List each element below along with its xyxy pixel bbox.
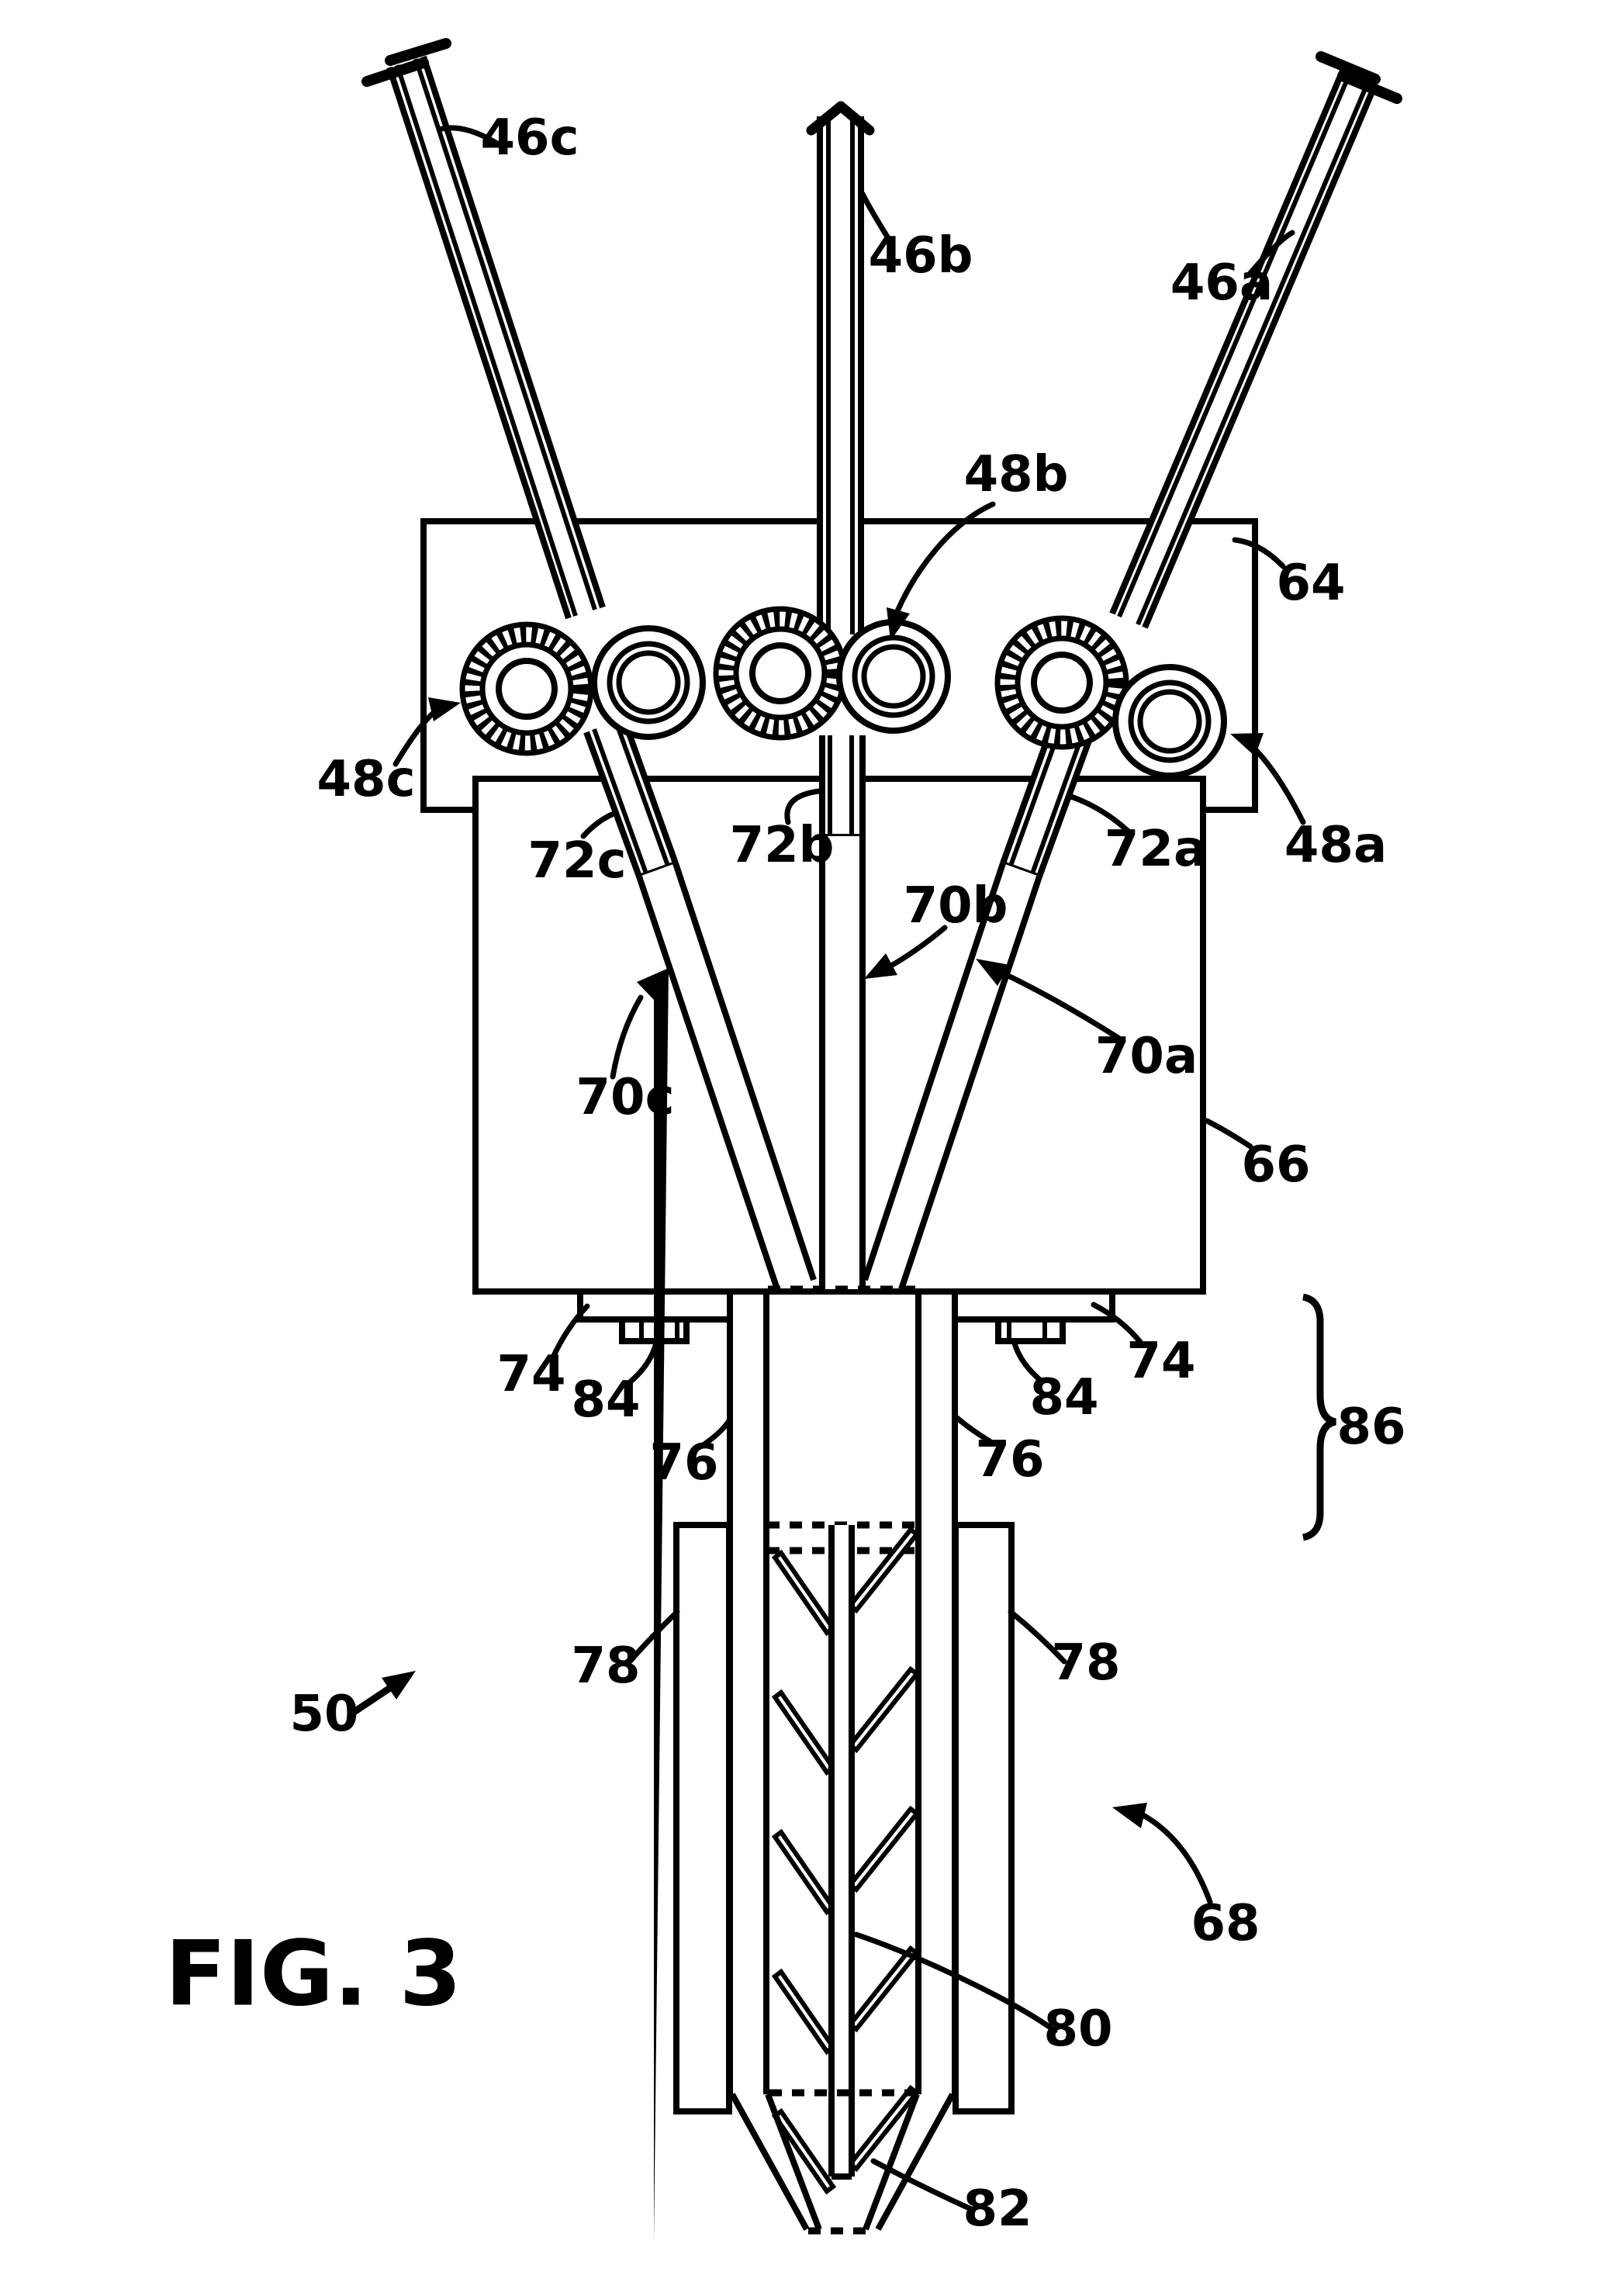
feed-tube-46b (806, 101, 875, 635)
tube-end-cap (1315, 51, 1381, 85)
arrowhead-70c (637, 968, 669, 2241)
fitting-knurled-48b (713, 606, 848, 741)
label-68: 68 (1191, 1895, 1260, 1952)
arrowhead-68 (1112, 1803, 1147, 1828)
label-50: 50 (289, 1686, 358, 1743)
label-72a: 72a (1105, 821, 1207, 878)
leader-lines (347, 125, 1337, 2241)
channel-70c (636, 862, 817, 1291)
fitting-knurled (994, 615, 1129, 750)
label-72b: 72b (730, 817, 835, 874)
label-64: 64 (1276, 555, 1345, 612)
mixer-baffles-80 (771, 1526, 921, 2195)
label-70c: 70c (576, 1069, 675, 1126)
figure-caption: FIG. 3 (165, 1922, 462, 2027)
bolt-84-right (995, 1316, 1066, 1344)
flow-direction-arrow-icon (806, 101, 875, 136)
arrowhead-50 (382, 1671, 416, 1700)
label-46c: 46c (481, 109, 579, 167)
label-74-right: 74 (1126, 1333, 1195, 1390)
label-66: 66 (1241, 1136, 1310, 1194)
label-76-right: 76 (975, 1431, 1044, 1489)
label-78-right: 78 (1051, 1634, 1120, 1692)
label-70a: 70a (1095, 1028, 1198, 1085)
feed-tube-46c (361, 38, 606, 620)
arrowhead-48c (428, 697, 461, 721)
label-72c: 72c (528, 832, 627, 890)
tube-end-cap (1337, 71, 1402, 104)
fitting-plain (591, 625, 706, 740)
label-84-left: 84 (571, 1371, 640, 1429)
fitting-knurled-48c (459, 621, 594, 756)
channel-70b (819, 836, 866, 1289)
label-48b: 48b (964, 446, 1069, 503)
capillary-72b (819, 735, 866, 839)
feed-tube-46a (1109, 51, 1402, 629)
tube-end-cap (385, 38, 451, 66)
arrowhead-48b (887, 607, 910, 641)
tube-end-cap (361, 57, 429, 87)
label-84-right: 84 (1029, 1369, 1098, 1426)
label-48c: 48c (317, 751, 416, 808)
label-46b: 46b (869, 227, 973, 285)
capillary-72c (583, 717, 679, 879)
label-70b: 70b (904, 877, 1008, 935)
arrowhead-70a (976, 959, 1010, 986)
label-76-left: 76 (649, 1434, 718, 1492)
label-46a: 46a (1170, 254, 1273, 312)
label-74-left: 74 (496, 1346, 565, 1403)
flange-74-right (952, 1288, 1115, 1323)
label-80: 80 (1043, 2000, 1112, 2058)
nozzle-tip-82 (729, 2089, 956, 2235)
arrowhead-70b (864, 953, 897, 979)
label-48a: 48a (1284, 817, 1387, 874)
label-82: 82 (963, 2180, 1032, 2238)
sleeve-78-right (952, 1522, 1015, 2114)
divider-plate (828, 1525, 855, 2180)
label-78-left: 78 (571, 1637, 640, 1695)
fitting-plain-48a (1112, 664, 1227, 779)
label-86: 86 (1336, 1399, 1405, 1456)
brace-86 (1302, 1293, 1337, 1541)
arrowhead-48a (1230, 733, 1264, 756)
fitting-plain (836, 619, 951, 734)
sleeve-78-left (673, 1522, 732, 2114)
